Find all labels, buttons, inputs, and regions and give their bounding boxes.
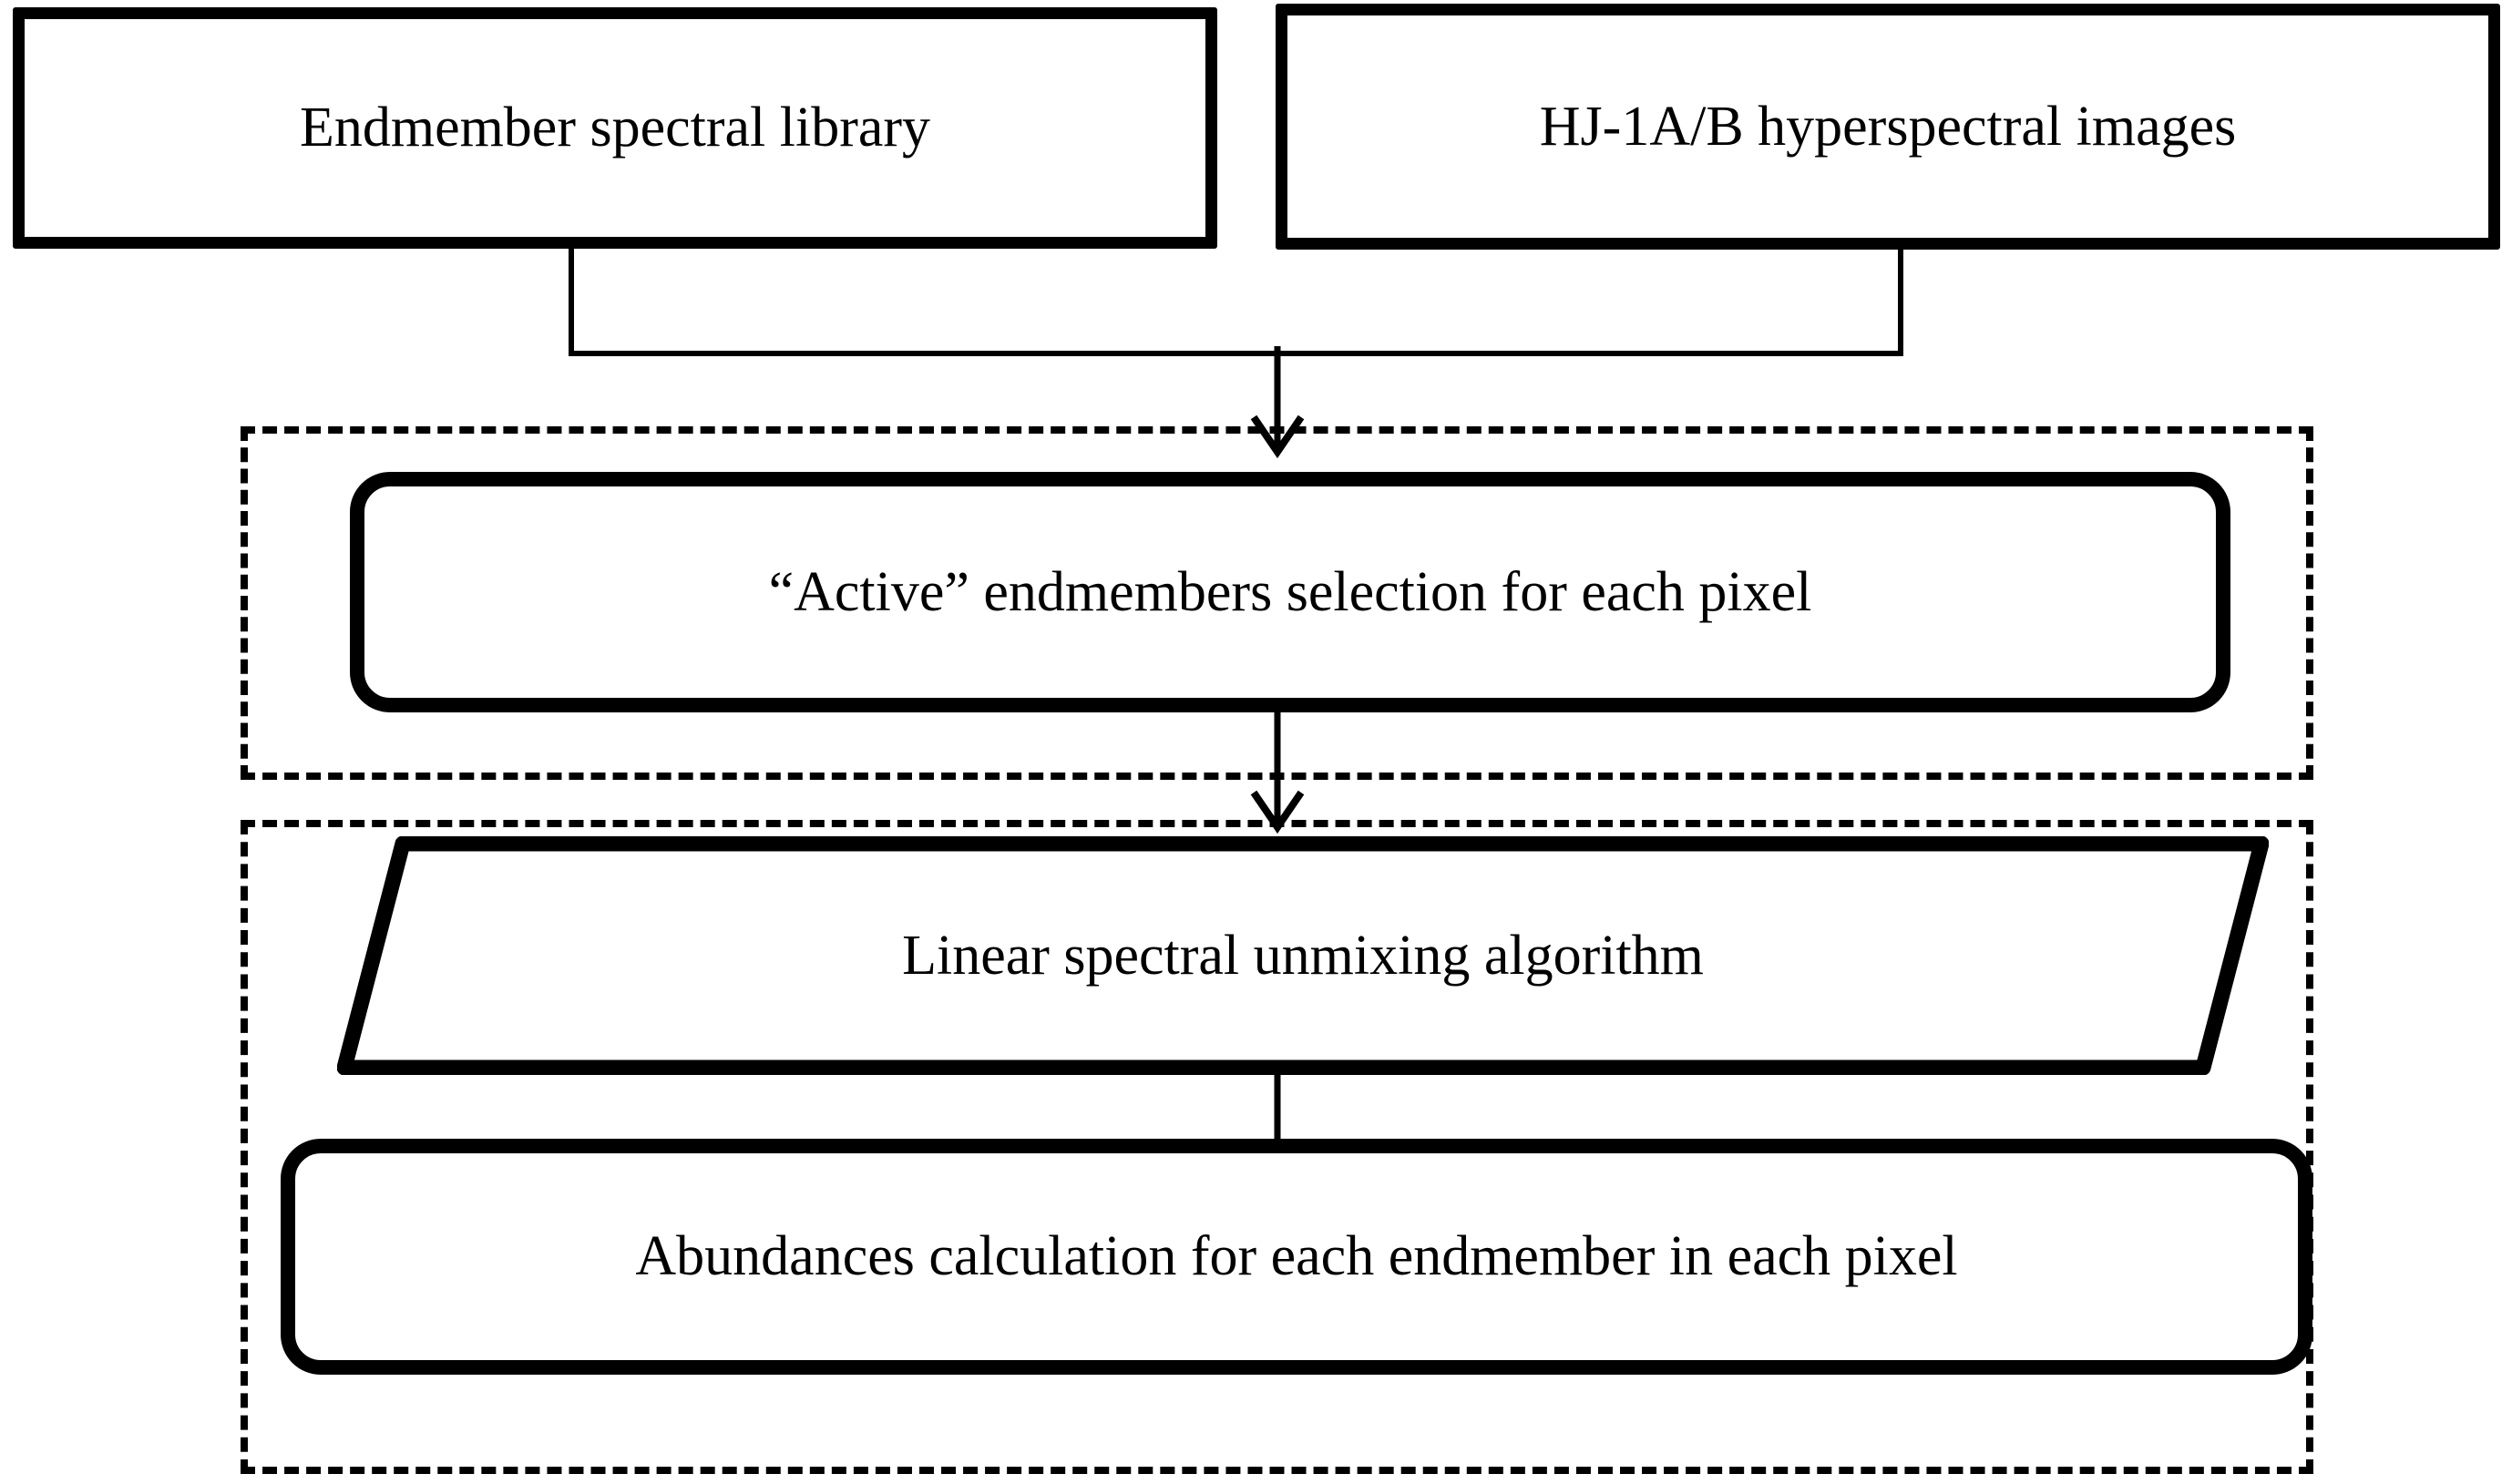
connector-stem-left [569, 247, 574, 354]
node-active-endmembers-selection[interactable]: “Active” endmembers selection for each p… [350, 472, 2230, 712]
node-abundances-calculation[interactable]: Abundances calculation for each endmembe… [281, 1139, 2312, 1375]
connector-stem-right [1898, 247, 1903, 354]
node-endmember-spectral-library-label: Endmember spectral library [299, 97, 931, 159]
connector-join-horizontal [569, 351, 1903, 356]
node-linear-spectral-unmixing[interactable]: Linear spectral unmixing algorithm [337, 836, 2269, 1075]
node-abundances-calculation-label: Abundances calculation for each endmembe… [635, 1225, 1958, 1288]
node-active-endmembers-selection-label: “Active” endmembers selection for each p… [768, 560, 1812, 623]
node-hj-hyperspectral-images-label: HJ-1A/B hyperspectral images [1539, 95, 2237, 158]
group-linear-spectral-unmixing [241, 820, 2313, 1474]
node-hj-hyperspectral-images[interactable]: HJ-1A/B hyperspectral images [1276, 4, 2500, 250]
node-endmember-spectral-library[interactable]: Endmember spectral library [13, 7, 1217, 249]
node-linear-spectral-unmixing-label: Linear spectral unmixing algorithm [902, 924, 1704, 987]
arrow-selection-to-unmixing [1250, 709, 1305, 834]
